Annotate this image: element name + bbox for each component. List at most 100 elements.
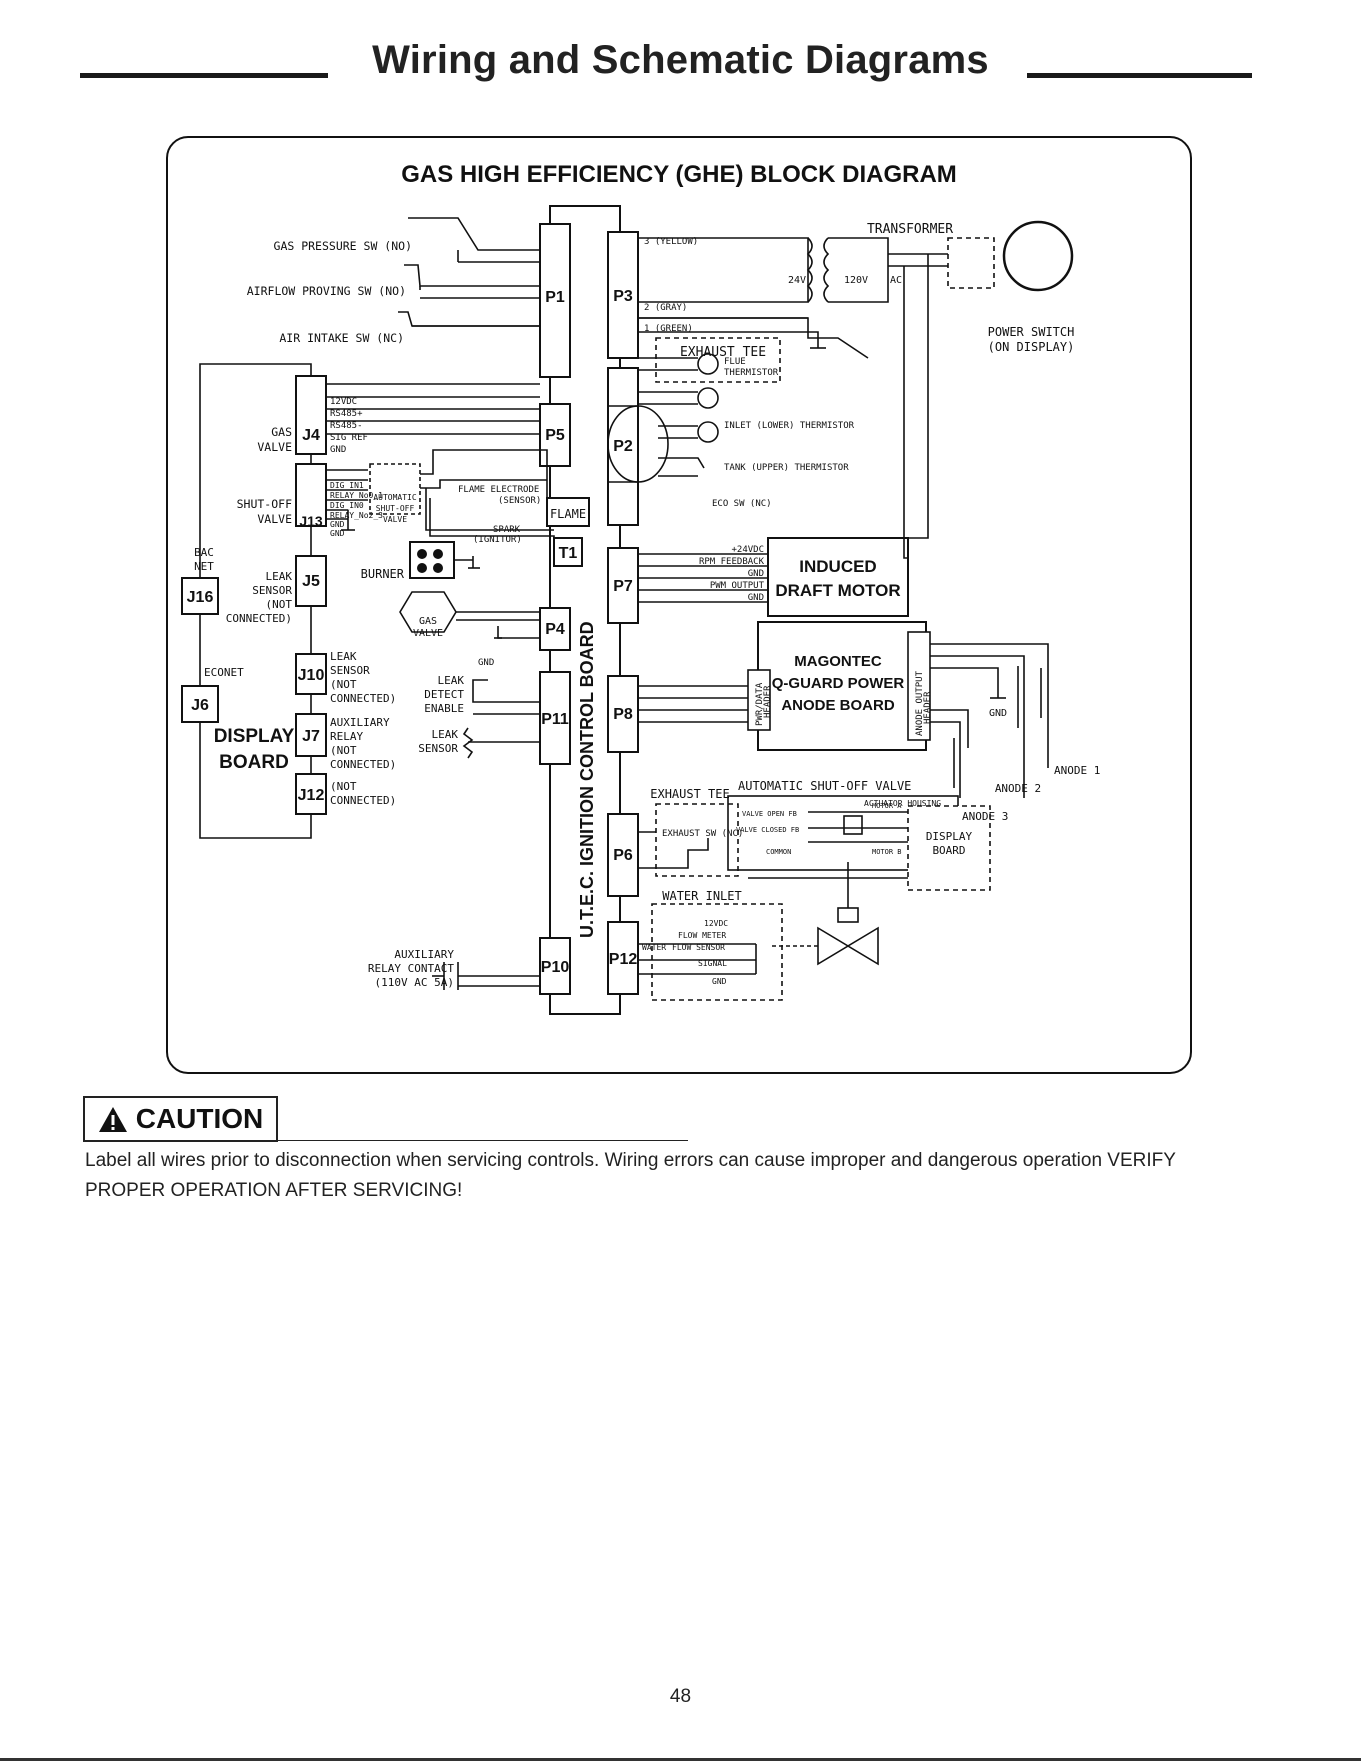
- aux-relay-label-4: CONNECTED): [330, 758, 396, 771]
- leak-sensor-j5-label-3: (NOT: [266, 598, 293, 611]
- valve-body-symbol: [817, 926, 850, 966]
- connector-j4: J4: [302, 427, 320, 444]
- leak-sensor-j5-label-2: SENSOR: [252, 584, 292, 597]
- connector-p11-box: [539, 671, 571, 765]
- p3-gray-label: 2 (GRAY): [644, 303, 687, 313]
- pwr-header-label-1: PWR/DATA: [755, 682, 765, 726]
- induced-draft-motor-box: [767, 537, 909, 617]
- bac-net-label-2: NET: [194, 560, 214, 573]
- aux-relay-label-3: (NOT: [330, 744, 357, 757]
- connector-p7: P7: [613, 578, 633, 595]
- p7-24vdc: +24VDC: [731, 545, 764, 555]
- j13-gnd1: GND: [330, 520, 345, 529]
- v120-label: 120V: [844, 275, 868, 286]
- anode-header-label-1: ANODE OUTPUT: [915, 670, 925, 736]
- inlet-thermistor-symbol: [697, 387, 719, 409]
- shutoff-valve-label-2: VALVE: [257, 512, 292, 526]
- auto-shutoff-valve-label: AUTOMATIC SHUT-OFF VALVE: [738, 779, 911, 793]
- connector-j16: J16: [187, 589, 214, 606]
- motor-symbol: [843, 815, 863, 835]
- leak-sensor-j5-label-4: CONNECTED): [226, 612, 292, 625]
- valve-actuator-symbol: [837, 907, 859, 923]
- air-intake-sw-label: AIR INTAKE SW (NC): [279, 331, 404, 345]
- eco-sw-label: ECO SW (NC): [712, 499, 772, 509]
- wi-12vdc-label: 12VDC: [704, 919, 728, 928]
- connector-j4-box: [295, 375, 327, 455]
- connector-j6: J6: [191, 697, 209, 714]
- anode2-label: ANODE 2: [995, 782, 1041, 795]
- exhaust-tee-box: [655, 337, 781, 383]
- connector-p6-box: [607, 813, 639, 897]
- aux-contact-label-1: AUXILIARY: [394, 948, 454, 961]
- leak-sensor-p11-label-1: LEAK: [432, 728, 459, 741]
- flame-electrode-label-1: FLAME ELECTRODE: [458, 485, 539, 495]
- bac-net-label-1: BAC: [194, 546, 214, 559]
- connector-j10-box: [295, 653, 327, 695]
- p7-pwm: PWM OUTPUT: [710, 581, 765, 591]
- magontec-label-1: MAGONTEC: [794, 653, 882, 670]
- shutoff-valve-label-1: SHUT-OFF: [237, 497, 292, 511]
- j13-relay-no1: RELAY_No0_1: [330, 491, 383, 500]
- connector-p11: P11: [541, 711, 569, 728]
- connector-j7-box: [295, 713, 327, 757]
- connector-p5: P5: [545, 427, 565, 444]
- caution-heading: CAUTION: [135, 1103, 264, 1134]
- power-switch-indicator: [1002, 220, 1074, 292]
- connector-j12: J12: [298, 787, 325, 804]
- p7-gnd2: GND: [748, 593, 764, 603]
- header-rule-left: [80, 73, 328, 78]
- board-label: U.T.E.C. IGNITION CONTROL BOARD: [577, 621, 597, 938]
- diagram-frame: GAS HIGH EFFICIENCY (GHE) BLOCK DIAGRAM …: [166, 136, 1192, 1074]
- leak-j10-label-4: CONNECTED): [330, 692, 396, 705]
- flue-label-1: FLUE: [724, 357, 746, 367]
- leak-detect-label-3: ENABLE: [424, 702, 464, 715]
- connector-p8-box: [607, 675, 639, 753]
- page-title: Wiring and Schematic Diagrams: [372, 38, 989, 82]
- exhaust-tee-label: EXHAUST TEE: [680, 345, 766, 360]
- anode1-label: ANODE 1: [1054, 764, 1100, 777]
- connector-flame-box: [546, 497, 590, 527]
- exhaust-tee-2-label: EXHAUST TEE: [650, 787, 729, 801]
- j12-label-2: CONNECTED): [330, 794, 396, 807]
- leak-j10-label-2: SENSOR: [330, 664, 370, 677]
- magontec-label-3: ANODE BOARD: [781, 697, 895, 714]
- auto-shutoff-label-3: VALVE: [383, 515, 407, 524]
- diagram-title: GAS HIGH EFFICIENCY (GHE) BLOCK DIAGRAM: [401, 161, 957, 188]
- j4-rs485m: RS485-: [330, 421, 363, 431]
- connector-p12: P12: [609, 951, 638, 968]
- j4-sigref: SIG REF: [330, 433, 368, 443]
- j13-dig-in0: DIG_IN0: [330, 501, 364, 510]
- pwr-data-header-box: [747, 669, 771, 731]
- aux-relay-label-1: AUXILIARY: [330, 716, 390, 729]
- burner-box: [409, 541, 455, 579]
- p7-gnd1: GND: [748, 569, 764, 579]
- caution-text: Label all wires prior to disconnection w…: [85, 1150, 1176, 1201]
- leak-detect-label-1: LEAK: [438, 674, 465, 687]
- connector-p1-box: [539, 223, 571, 378]
- connector-p12-box: [607, 921, 639, 995]
- aux-contact-label-2: RELAY CONTACT: [368, 962, 454, 975]
- connector-p7-box: [607, 547, 639, 624]
- inlet-thermistor-label: INLET (LOWER) THERMISTOR: [724, 421, 855, 431]
- connector-p2: P2: [613, 438, 633, 455]
- header-rule-right: [1027, 73, 1252, 78]
- aux-relay-label-2: RELAY: [330, 730, 363, 743]
- power-switch-box: [947, 237, 995, 289]
- transformer-label: TRANSFORMER: [867, 222, 953, 237]
- display-board-sv-label-2: BOARD: [932, 844, 965, 857]
- gas-valve-label-1: GAS: [271, 425, 292, 439]
- actuator-housing-label: ACTUATOR HOUSING: [864, 799, 941, 808]
- econet-label: ECONET: [204, 666, 244, 679]
- anode-output-header-box: [907, 631, 931, 741]
- connector-p5-box: [539, 403, 571, 467]
- connector-j13-box: [295, 463, 327, 527]
- pwr-header-label-2: HEADER: [763, 685, 773, 718]
- gnd-p4-label: GND: [478, 658, 494, 668]
- connector-p2-box: [607, 367, 639, 526]
- v24-label: 24V: [788, 275, 806, 286]
- exhaust-sw-label: EXHAUST SW (NC): [662, 829, 743, 839]
- connector-j5: J5: [302, 573, 320, 590]
- display-board-sv-label-1: DISPLAY: [926, 830, 973, 843]
- display-board-label-1: DISPLAY: [214, 726, 295, 747]
- j4-rs485p: RS485+: [330, 409, 363, 419]
